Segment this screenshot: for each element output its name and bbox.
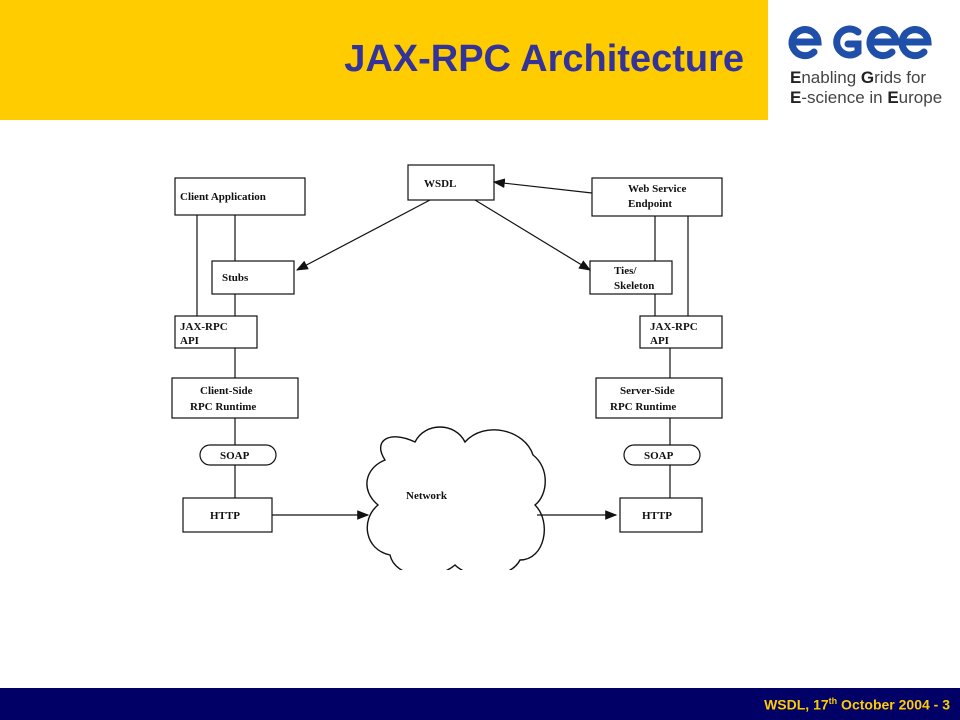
- client-api-box: [174, 315, 258, 349]
- wsdl-label: WSDL: [424, 178, 456, 190]
- footer-caption: WSDL, 17th October 2004 - 3: [764, 696, 950, 713]
- page-title: JAX-RPC Architecture: [344, 38, 744, 80]
- web-service-endpoint-box: [591, 177, 723, 217]
- client-api-label-2: API: [180, 335, 199, 347]
- arrow-wsdl-to-ties: [474, 199, 592, 271]
- server-api-label-2: API: [650, 335, 669, 347]
- client-http-box: [182, 497, 273, 533]
- jax-rpc-diagram: Client Application WSDL Web Service Endp…: [171, 164, 723, 570]
- network-label: Network: [406, 490, 448, 502]
- footer-band: WSDL, 17th October 2004 - 3: [0, 688, 960, 720]
- wsdl-box: [407, 164, 495, 201]
- logo-letter-e1: [788, 26, 822, 60]
- ties-skeleton-label-2: Skeleton: [614, 280, 654, 292]
- header-band: JAX-RPC Architecture: [0, 0, 768, 120]
- client-soap-box: [199, 444, 277, 466]
- logo-letter-e3: [898, 26, 932, 60]
- stubs-label: Stubs: [222, 272, 249, 284]
- logo-tagline-2: E-science in Europe: [790, 88, 943, 107]
- server-soap-box: [623, 444, 701, 466]
- client-http-label: HTTP: [210, 510, 240, 522]
- web-service-endpoint-label-1: Web Service: [628, 183, 686, 195]
- ties-skeleton-box: [589, 260, 673, 295]
- server-http-label: HTTP: [642, 510, 672, 522]
- server-runtime-label-2: RPC Runtime: [610, 401, 676, 413]
- web-service-endpoint-label-2: Endpoint: [628, 198, 672, 210]
- client-api-label-1: JAX-RPC: [180, 321, 228, 333]
- stubs-box: [211, 260, 295, 295]
- egee-logo-wordmark: [788, 25, 932, 60]
- client-application-label: Client Application: [180, 191, 266, 203]
- client-runtime-label-2: RPC Runtime: [190, 401, 256, 413]
- client-application-box: [174, 177, 306, 216]
- client-runtime-label-1: Client-Side: [200, 385, 253, 397]
- server-api-label-1: JAX-RPC: [650, 321, 698, 333]
- server-api-box: [639, 315, 723, 349]
- client-runtime-box: [171, 377, 299, 419]
- arrow-endpoint-to-wsdl: [492, 178, 593, 194]
- logo-letter-e2: [866, 26, 900, 60]
- logo-tagline-1: Enabling Grids for: [790, 68, 927, 87]
- arrow-wsdl-to-stubs: [295, 199, 431, 271]
- network-cloud: [366, 426, 546, 570]
- egee-logo: Enabling Grids for E-science in Europe: [786, 20, 946, 112]
- ties-skeleton-label-1: Ties/: [614, 265, 637, 277]
- server-http-box: [619, 497, 703, 533]
- server-runtime-label-1: Server-Side: [620, 385, 675, 397]
- client-soap-label: SOAP: [220, 450, 250, 462]
- logo-letter-g: [833, 25, 862, 59]
- server-runtime-box: [595, 377, 723, 419]
- server-soap-label: SOAP: [644, 450, 674, 462]
